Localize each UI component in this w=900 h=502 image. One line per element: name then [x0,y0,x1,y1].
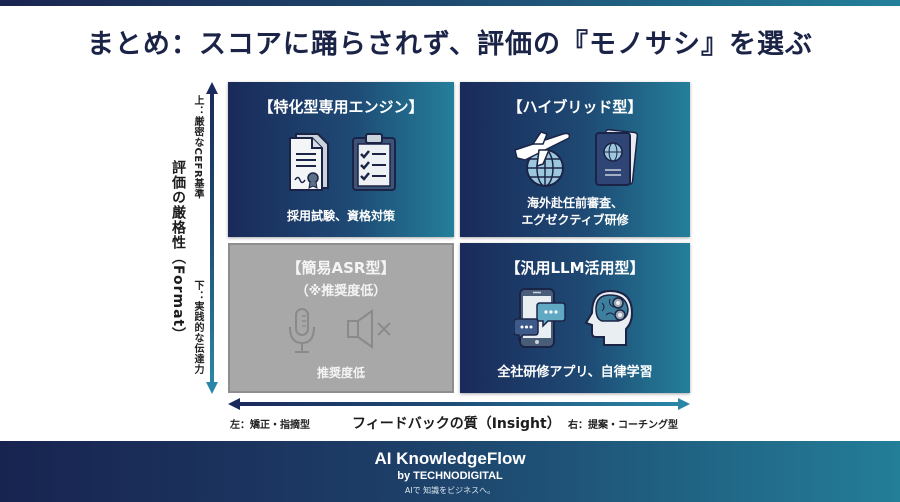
quadrant-icons [460,128,690,190]
brain-gears-icon [584,289,634,346]
speaker-muted-icon [347,309,391,349]
certificate-document-icon [289,133,329,191]
horizontal-axis-left-label: 左：矯正・指摘型 [230,420,310,431]
quadrant-heading: 【特化型専用エンジン】 [258,98,424,116]
arrow-down-icon [206,382,218,394]
horizontal-axis-shaft [238,402,680,406]
arrow-up-icon [206,82,218,94]
footer-band: AI KnowledgeFlow by TECHNODIGITAL AIで 知識… [0,441,900,502]
quadrant-caption: 推奨度低 [316,366,365,380]
quadrant-specialized-engine: 【特化型専用エンジン】 採用試験、資格対策 [228,82,454,237]
airplane-globe-icon [514,131,571,187]
quadrant-caption-line-1: 海外赴任前審査、 [526,196,623,210]
quadrant-icons [230,307,452,355]
passport-icon [595,129,639,186]
vertical-axis-arrow [206,82,218,394]
footer-brand: AI KnowledgeFlow [374,449,526,468]
vertical-axis-title: 評価の厳格性（Format） [170,160,186,343]
microphone-icon [289,308,315,353]
quadrant-general-llm: 【汎用LLM活用型】 全社研修アプリ、自律学習 [460,243,690,393]
horizontal-axis-title: フィードバックの質（Insight） [352,416,561,432]
quadrant-caption: 採用試験、資格対策 [286,209,395,223]
quadrant-hybrid: 【ハイブリッド型】 海外赴任前審査、 エグゼクティブ研修 [460,82,690,237]
arrow-left-icon [228,398,240,410]
quadrant-icons [228,130,454,192]
footer-byline: by TECHNODIGITAL [397,470,503,482]
top-accent-bar [0,0,900,6]
smartphone-chat-icon [514,288,566,348]
horizontal-axis-arrow [228,398,690,410]
quadrant-caption-line-2: エグゼクティブ研修 [521,213,629,227]
arrow-right-icon [678,398,690,410]
quadrant-icons [460,287,690,349]
vertical-axis-shaft [210,92,214,382]
horizontal-axis-right-label: 右：提案・コーチング型 [568,420,678,431]
footer-tagline: AIで 知識をビジネスへ。 [404,486,496,495]
quadrant-subheading: （※推奨度低） [295,284,387,299]
quadrant-heading: 【簡易ASR型】 [286,259,396,277]
quadrant-heading: 【ハイブリッド型】 [507,98,643,116]
page-title: まとめ：スコアに踊らされず、評価の『モノサシ』を選ぶ [86,29,814,60]
vertical-axis-bottom-label: 下：実践的な伝達力 [192,280,203,375]
quadrant-caption: 全社研修アプリ、自律学習 [497,365,653,380]
checklist-clipboard-icon [352,133,396,191]
quadrant-heading: 【汎用LLM活用型】 [505,259,645,277]
vertical-axis-top-label: 上：厳密なCEFR基準 [192,95,203,200]
quadrant-simple-asr: 【簡易ASR型】 （※推奨度低） 推奨度低 [228,243,454,393]
